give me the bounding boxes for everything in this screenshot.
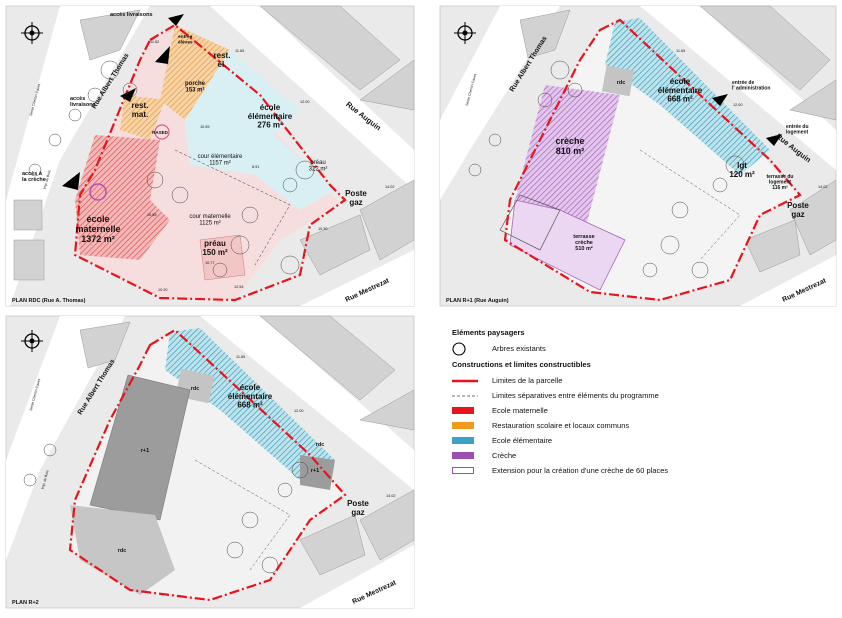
rdc-lvl-10-label: 10.20 [158, 288, 168, 292]
swatch-creche-icon [452, 452, 474, 459]
r1-lvl-1-label: 11.65 [676, 49, 685, 53]
swatch-restauration-icon [452, 422, 474, 429]
r2-rdc-1-label: rdc [191, 386, 200, 392]
r2-rdc-3-label: rdc [118, 548, 127, 554]
legend-label-restauration: Restauration scolaire et locaux communs [492, 421, 630, 430]
r1-rdc-label: rdc [617, 80, 626, 86]
swatch-elementaire-icon [452, 437, 474, 444]
red-line-icon [452, 379, 478, 382]
r2-lvl-2-label: 12.00 [294, 409, 304, 413]
r1-title-label: PLAN R+1 (Rue Auguin) [446, 298, 509, 304]
rdc-lvl-9-label: 10.77 [205, 261, 215, 265]
dashed-line-icon [452, 395, 478, 396]
rdc-rest-mat-label: rest.mat. [132, 101, 149, 119]
north-arrow-icon [454, 22, 476, 44]
plan-rdc [5, 5, 415, 307]
swatch-maternelle-icon [452, 407, 474, 414]
legend-row-limites-separatives: Limites séparatives entre éléments du pr… [452, 388, 832, 403]
rdc-title-label: PLAN RDC (Rue A. Thomas) [12, 298, 86, 304]
legend-row-maternelle: Ecole maternelle [452, 403, 832, 418]
legend-row-restauration: Restauration scolaire et locaux communs [452, 418, 832, 433]
legend-label-extension: Extension pour la création d'une crèche … [492, 466, 669, 475]
rdc-street-side2-label: Imp. du Bois [43, 170, 52, 190]
north-arrow-icon [21, 330, 43, 352]
r1-lvl-2-label: 12.00 [733, 103, 743, 107]
r2-street-side2-label: Imp. du Bois [41, 470, 50, 490]
legend-label-maternelle: Ecole maternelle [492, 406, 548, 415]
legend-row-extension: Extension pour la création d'une crèche … [452, 463, 832, 478]
plan-r2 [5, 315, 415, 609]
r2-r1-1-label: r+1 [141, 448, 149, 454]
rdc-lvl-2-label: 11.62 [150, 40, 159, 44]
legend-label-arbres: Arbres existants [492, 344, 546, 353]
legend-heading-constructions: Constructions et limites constructibles [452, 360, 591, 369]
rdc-lvl-4-label: 10.59 [200, 125, 210, 129]
r1-lvl-3-label: 14.02 [818, 185, 828, 189]
legend-row-creche: Crèche [452, 448, 832, 463]
rdc-lvl-5-label: 8.91 [252, 165, 259, 169]
r2-title-label: PLAN R+2 [12, 600, 39, 606]
rdc-lvl-1-label: 11.65 [235, 49, 244, 53]
north-arrow-icon [21, 22, 43, 44]
legend-label-creche: Crèche [492, 451, 517, 460]
rdc-lvl-6-label: 10.55 [147, 213, 157, 217]
tree-circle-icon [452, 341, 466, 356]
rdc-rest-el-label: rest.él. [214, 51, 231, 69]
rdc-acces-livraisons-1-label: accès livraisons [110, 12, 153, 18]
rdc-lvl-8-label: 14.02 [385, 185, 395, 189]
legend-heading-paysagers: Eléments paysagers [452, 328, 525, 337]
rdc-lvl-7-label: 10.30 [318, 227, 328, 231]
r2-lvl-3-label: 14.02 [386, 494, 396, 498]
legend-row-elementaire: Ecole élémentaire [452, 433, 832, 448]
legend-row-limites-parcelle: Limites de la parcelle [452, 373, 832, 388]
plan-r1 [439, 5, 837, 307]
rdc-rased-label: RASED [152, 130, 169, 135]
r2-r1-2-label: r+1 [311, 468, 319, 474]
r2-rdc-2-label: rdc [316, 442, 325, 448]
rdc-lvl-3-label: 12.00 [300, 100, 310, 104]
legend-label-limites-separatives: Limites séparatives entre éléments du pr… [492, 391, 659, 400]
legend-row-arbres: Arbres existants [452, 341, 832, 356]
r2-lvl-1-label: 11.65 [236, 355, 245, 359]
swatch-extension-icon [452, 467, 474, 474]
legend: Eléments paysagers Arbres existants Cons… [452, 326, 832, 478]
legend-label-elementaire: Ecole élémentaire [492, 436, 553, 445]
legend-label-limites-parcelle: Limites de la parcelle [492, 376, 563, 385]
rdc-lvl-11-label: 12.54 [234, 285, 244, 289]
